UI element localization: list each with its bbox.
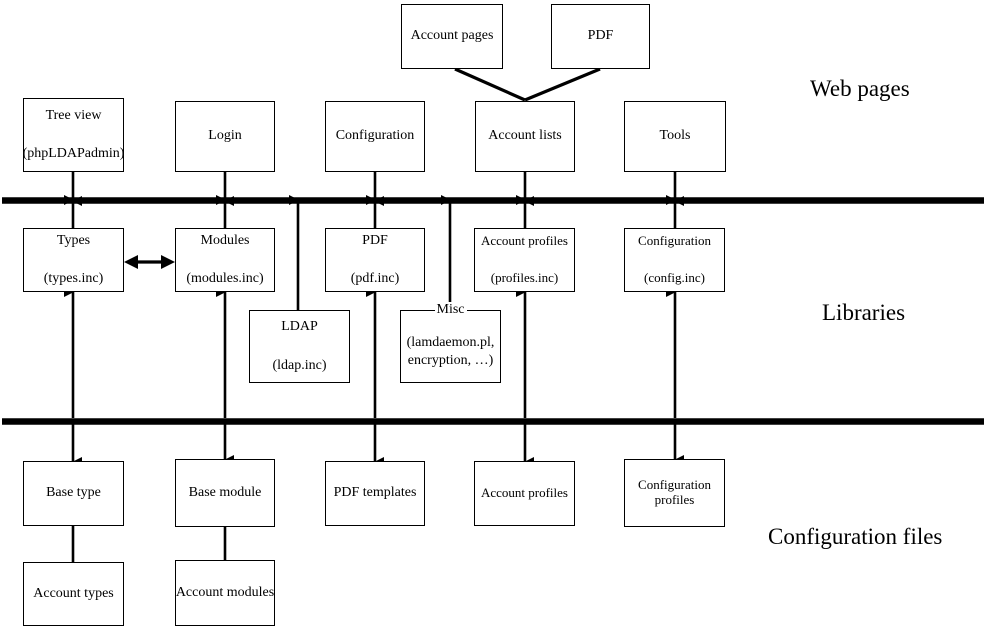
box-ldap-lib-label: LDAP xyxy=(281,319,318,335)
types-modules-double-arrow xyxy=(124,255,175,269)
box-configuration-lib-label: Configuration xyxy=(638,233,711,249)
box-types-lib-sublabel: (types.inc) xyxy=(43,271,104,286)
box-account-pages-label: Account pages xyxy=(410,28,494,44)
box-configuration-profiles-file-sublabel: profiles xyxy=(654,492,695,507)
box-login-label: Login xyxy=(208,128,242,144)
box-ldap-lib-sublabel: (ldap.inc) xyxy=(272,357,327,373)
box-account-profiles-lib-label: Account profiles xyxy=(480,233,568,249)
box-base-type-label: Base type xyxy=(46,485,101,501)
box-base-type[interactable]: Base type xyxy=(23,461,124,526)
diagonal-connectors xyxy=(454,67,601,102)
box-ldap-lib[interactable]: LDAP (ldap.inc) xyxy=(249,310,350,383)
box-pdf-lib-sublabel: (pdf.inc) xyxy=(350,271,400,286)
box-account-lists[interactable]: Account lists xyxy=(475,101,575,172)
box-misc-lib[interactable]: Misc (lamdaemon.pl, encryption, …) xyxy=(400,302,501,383)
box-configuration-lib-sublabel: (config.inc) xyxy=(643,270,705,285)
box-pdf-source[interactable]: PDF xyxy=(551,4,650,69)
box-misc-lib-sublabel: (lamdaemon.pl, encryption, …) xyxy=(406,335,495,368)
box-account-profiles-file-label: Account profiles xyxy=(480,485,568,501)
box-tree-view[interactable]: Tree view (phpLDAPadmin) xyxy=(23,98,124,172)
configfile-links xyxy=(71,524,227,564)
section-label-libraries: Libraries xyxy=(822,300,906,325)
box-account-profiles-lib[interactable]: Account profiles (profiles.inc) xyxy=(474,228,575,292)
box-pdf-source-label: PDF xyxy=(587,28,614,44)
box-login[interactable]: Login xyxy=(175,101,275,172)
box-tools-label: Tools xyxy=(659,128,691,144)
box-account-modules[interactable]: Account modules xyxy=(175,560,275,626)
box-account-types-label: Account types xyxy=(33,585,114,601)
box-tree-view-label: Tree view xyxy=(45,107,102,123)
box-base-module[interactable]: Base module xyxy=(175,459,275,527)
section-label-web-pages: Web pages xyxy=(810,76,910,101)
box-modules-lib-label: Modules xyxy=(200,232,250,248)
box-base-module-label: Base module xyxy=(188,484,262,500)
box-account-modules-label: Account modules xyxy=(175,584,275,600)
box-types-lib-label: Types xyxy=(56,232,91,248)
pdf-source-to-account-lists xyxy=(524,67,601,102)
box-account-profiles-lib-sublabel: (profiles.inc) xyxy=(490,270,559,285)
bus-to-configfile-arrows xyxy=(71,421,684,467)
box-modules-lib-sublabel: (modules.inc) xyxy=(186,271,264,286)
account-pages-to-account-lists xyxy=(454,67,526,102)
box-configuration-page[interactable]: Configuration xyxy=(325,101,425,172)
box-pdf-lib-label: PDF xyxy=(362,232,388,248)
box-tree-view-sublabel: (phpLDAPadmin) xyxy=(22,146,125,161)
section-label-configuration-files: Configuration files xyxy=(768,524,943,549)
box-account-profiles-file[interactable]: Account profiles xyxy=(474,461,575,526)
box-configuration-page-label: Configuration xyxy=(335,128,415,144)
box-account-pages[interactable]: Account pages xyxy=(401,4,503,69)
box-configuration-lib[interactable]: Configuration (config.inc) xyxy=(624,228,725,292)
box-configuration-profiles-file[interactable]: Configuration profiles xyxy=(624,459,725,527)
box-pdf-templates-label: PDF templates xyxy=(333,485,417,501)
box-tools[interactable]: Tools xyxy=(624,101,726,172)
box-misc-lib-label: Misc xyxy=(434,302,467,319)
box-pdf-lib[interactable]: PDF (pdf.inc) xyxy=(325,228,425,292)
box-account-types[interactable]: Account types xyxy=(23,562,124,626)
box-modules-lib[interactable]: Modules (modules.inc) xyxy=(175,228,275,292)
box-configuration-profiles-file-label: Configuration xyxy=(638,477,711,493)
box-types-lib[interactable]: Types (types.inc) xyxy=(23,228,124,292)
box-account-lists-label: Account lists xyxy=(488,128,562,144)
webpage-to-bus-arrows xyxy=(71,172,684,206)
box-pdf-templates[interactable]: PDF templates xyxy=(325,461,425,526)
sublibrary-to-library-arrows xyxy=(64,287,677,418)
